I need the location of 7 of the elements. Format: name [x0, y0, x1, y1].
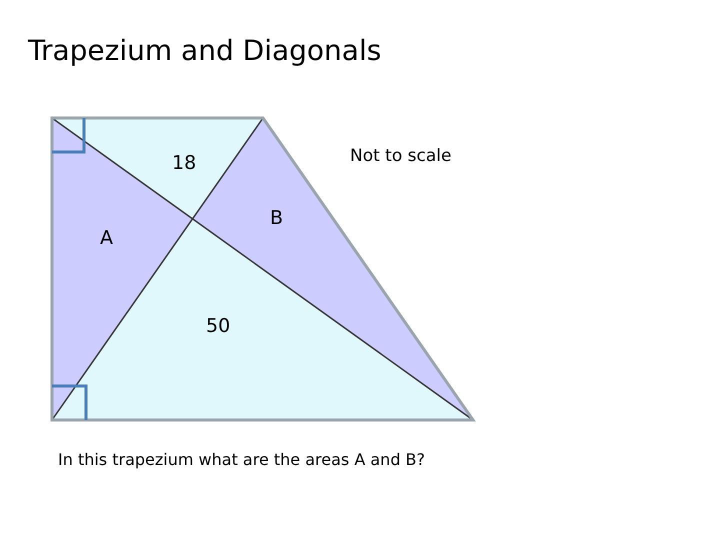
question-text: In this trapezium what are the areas A and B? [58, 450, 426, 469]
note: Not to scale [350, 146, 452, 166]
title: Trapezium and Diagonals [28, 34, 382, 67]
area-label: A [100, 227, 113, 249]
area-value: 50 [206, 315, 230, 337]
area-label: B [270, 207, 284, 229]
area-value: 18 [172, 152, 196, 174]
